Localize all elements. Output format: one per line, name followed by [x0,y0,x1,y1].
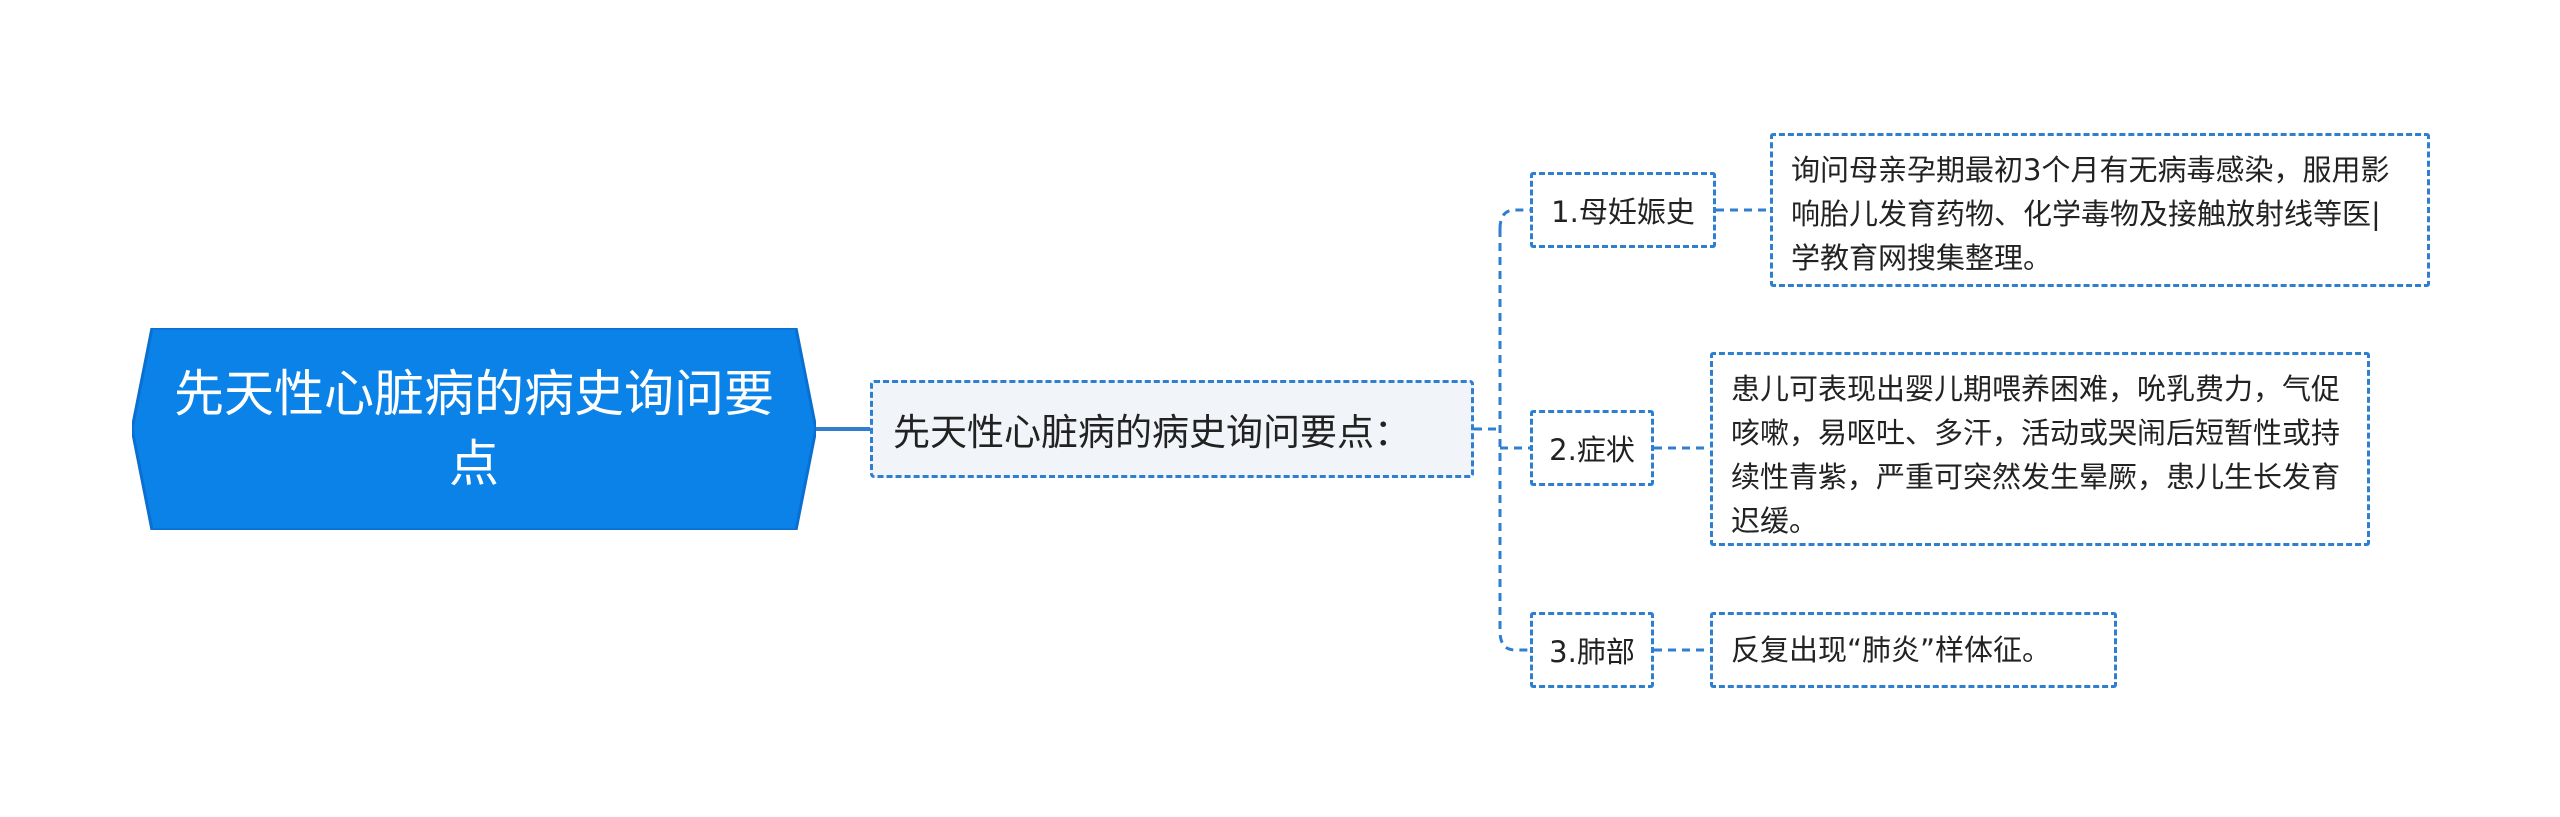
subtopic-node[interactable]: 先天性心脏病的病史询问要点： [870,380,1474,478]
branch-label: 2.症状 [1549,433,1635,467]
root-topic[interactable]: 先天性心脏病的病史询问要点 [132,328,816,530]
root-topic-text: 先天性心脏病的病史询问要点 [174,365,774,493]
subtopic-text: 先天性心脏病的病史询问要点： [893,411,1411,454]
branch-node-lungs[interactable]: 3.肺部 [1530,612,1654,688]
leaf-node-pregnancy-history-detail[interactable]: 询问母亲孕期最初3个月有无病毒感染，服用影响胎儿发育药物、化学毒物及接触放射线等… [1770,133,2430,287]
branch-node-pregnancy-history[interactable]: 1.母妊娠史 [1530,172,1716,248]
connector-subtopic-to-branches [1474,208,1530,652]
branch-label: 3.肺部 [1549,635,1635,669]
leaf-text: 询问母亲孕期最初3个月有无病毒感染，服用影响胎儿发育药物、化学毒物及接触放射线等… [1791,153,2390,275]
branch-node-symptoms[interactable]: 2.症状 [1530,410,1654,486]
leaf-node-symptoms-detail[interactable]: 患儿可表现出婴儿期喂养困难，吮乳费力，气促咳嗽，易呕吐、多汗，活动或哭闹后短暂性… [1710,352,2370,546]
leaf-text: 反复出现“肺炎”样体征。 [1731,633,2052,667]
leaf-text: 患儿可表现出婴儿期喂养困难，吮乳费力，气促咳嗽，易呕吐、多汗，活动或哭闹后短暂性… [1731,372,2341,538]
root-hexagon-shape [132,328,816,530]
leaf-node-lungs-detail[interactable]: 反复出现“肺炎”样体征。 [1710,612,2117,688]
branch-label: 1.母妊娠史 [1551,195,1695,229]
